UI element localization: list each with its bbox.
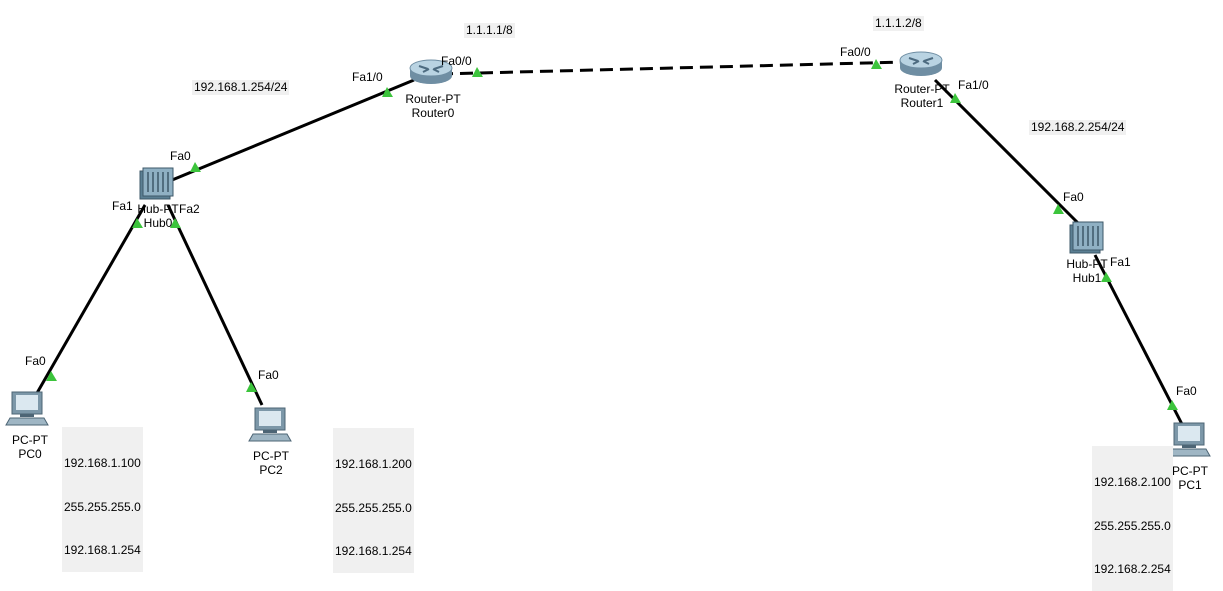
device-model: PC-PT	[1172, 464, 1208, 478]
port-indicator-r0-fa1-0	[382, 87, 393, 97]
port-label-hub0-fa0: Fa0	[170, 149, 191, 163]
port-indicator-r0-fa0-0	[472, 67, 483, 77]
note-line: 192.168.1.200	[335, 457, 412, 471]
note-r0-lan-ip[interactable]: 192.168.1.254/24	[192, 80, 290, 95]
device-name: Hub1	[1072, 271, 1102, 285]
port-indicators	[46, 59, 1178, 410]
link-router0-hub0[interactable]	[159, 78, 415, 187]
note-line: 192.168.1.254	[64, 543, 141, 557]
router-icon[interactable]	[409, 59, 453, 84]
note-line: 192.168.1.100	[64, 456, 141, 470]
note-pc0-config[interactable]: 192.168.1.100 255.255.255.0 192.168.1.25…	[62, 427, 143, 572]
device-name: Router0	[411, 106, 455, 120]
port-label-pc1-fa0: Fa0	[1176, 384, 1197, 398]
port-label-r0-fa1-0: Fa1/0	[352, 70, 383, 84]
device-model: Hub-PT	[137, 202, 179, 216]
port-label-r1-fa0-0: Fa0/0	[840, 45, 871, 59]
port-label-r1-fa1-0: Fa1/0	[958, 78, 989, 92]
device-name: PC2	[259, 463, 283, 477]
port-indicator-hub0-fa2	[170, 218, 181, 228]
note-pc2-config[interactable]: 192.168.1.200 255.255.255.0 192.168.1.25…	[333, 428, 414, 573]
port-indicator-pc1-fa0	[1167, 400, 1178, 410]
device-label-hub1: Hub-PT Hub1	[1057, 257, 1117, 285]
topology-canvas[interactable]	[0, 0, 1223, 498]
device-label-router0: Router-PT Router0	[398, 92, 468, 120]
port-indicator-pc0-fa0	[46, 371, 57, 381]
port-label-pc0-fa0: Fa0	[25, 354, 46, 368]
device-label-pc1: PC-PT PC1	[1165, 464, 1215, 492]
link-router1-hub1[interactable]	[933, 78, 1087, 232]
device-model: PC-PT	[253, 449, 289, 463]
note-line: 255.255.255.0	[335, 500, 412, 515]
note-r1-lan-ip[interactable]: 192.168.2.254/24	[1029, 120, 1127, 135]
port-indicator-r1-fa1-0	[950, 93, 961, 103]
router-icon[interactable]	[899, 51, 943, 76]
device-label-router1: Router-PT Router1	[887, 82, 957, 110]
device-label-pc2: PC-PT PC2	[246, 449, 296, 477]
port-label-hub0-fa2: Fa2	[179, 202, 200, 216]
note-line: 192.168.1.254	[335, 544, 412, 558]
note-line: 192.168.2.254	[1094, 562, 1171, 576]
note-pc1-config[interactable]: 192.168.2.100 255.255.255.0 192.168.2.25…	[1092, 446, 1173, 591]
port-indicator-hub1-fa0	[1053, 204, 1064, 214]
device-name: PC1	[1178, 478, 1202, 492]
links	[31, 60, 1187, 431]
link-hub1-pc1[interactable]	[1093, 254, 1187, 431]
port-label-hub1-fa1: Fa1	[1110, 255, 1131, 269]
note-r1-serial-ip[interactable]: 1.1.1.2/8	[873, 16, 924, 31]
device-model: Router-PT	[405, 92, 461, 106]
device-name: Hub0	[143, 216, 173, 230]
port-label-hub0-fa1: Fa1	[112, 199, 133, 213]
port-label-hub1-fa0: Fa0	[1063, 190, 1084, 204]
hub-icon[interactable]	[139, 167, 174, 200]
port-indicator-r1-fa0-0	[871, 59, 882, 69]
port-indicator-hub0-fa0	[190, 162, 201, 172]
port-indicator-hub0-fa1	[132, 218, 143, 228]
link-hub0-pc0[interactable]	[31, 204, 147, 401]
pc-icon[interactable]	[1167, 422, 1211, 457]
pc-icon[interactable]	[248, 407, 292, 442]
device-model: Router-PT	[894, 82, 950, 96]
device-model: PC-PT	[12, 433, 48, 447]
port-label-r0-fa0-0: Fa0/0	[441, 54, 472, 68]
link-router0-router1[interactable]	[439, 60, 906, 76]
port-indicator-pc2-fa0	[246, 382, 257, 392]
note-line: 255.255.255.0	[64, 499, 141, 514]
device-name: Router1	[900, 96, 944, 110]
device-name: PC0	[18, 447, 42, 461]
device-label-hub0: Hub-PT Hub0	[128, 202, 188, 230]
port-label-pc2-fa0: Fa0	[258, 368, 279, 382]
pc-icon[interactable]	[5, 391, 49, 426]
link-hub0-pc2[interactable]	[166, 204, 264, 406]
note-line: 255.255.255.0	[1094, 518, 1171, 533]
note-line: 192.168.2.100	[1094, 475, 1171, 489]
device-label-pc0: PC-PT PC0	[5, 433, 55, 461]
note-r0-serial-ip[interactable]: 1.1.1.1/8	[464, 23, 515, 38]
hub-icon[interactable]	[1069, 221, 1104, 254]
port-indicator-hub1-fa1	[1101, 272, 1112, 282]
device-model: Hub-PT	[1066, 257, 1108, 271]
